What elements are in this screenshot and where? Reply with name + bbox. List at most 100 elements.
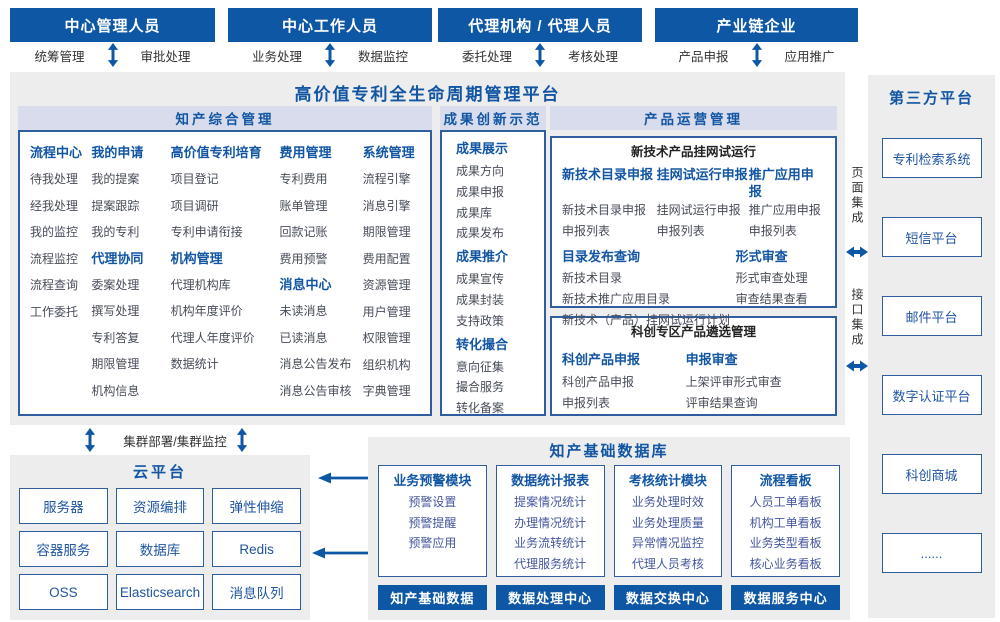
menu-item: 撰写处理 <box>91 304 140 318</box>
menu-item: 成果发布 <box>456 226 505 241</box>
menu-item: 权限管理 <box>362 331 411 345</box>
actor-action-right: 审批处理 <box>140 49 191 64</box>
horizontal-double-arrow-icon <box>846 360 868 372</box>
menu-group-title: 我的申请 <box>91 145 144 160</box>
sci-innovation-box: 科创专区产品遴选管理 科创产品申报 科创产品申报申报列表 申报审查 上架评审形式… <box>550 316 837 416</box>
section-ip-body: 流程中心 待我处理经我处理我的监控流程监控流程查询工作委托 我的申请 我的提案提… <box>18 130 432 416</box>
page-integration-label: 页面集成 <box>850 166 864 226</box>
menu-group: 费用管理 专利费用账单管理回款记账费用预警 <box>279 140 362 272</box>
api-integration-label: 接口集成 <box>850 288 864 348</box>
trial-run-box: 新技术产品挂网试运行 新技术目录申报 新技术目录申报申报列表 挂网试运行申报 挂… <box>550 136 837 327</box>
third-party-platform: 专利检索系统 <box>881 138 982 178</box>
database-module-item: 业务处理时效 <box>631 495 704 509</box>
actor-actions: 统筹管理 审批处理 <box>10 42 215 68</box>
menu-group: 目录发布查询 新技术目录新技术推广应用目录新技术（产品）挂网试运行计划 <box>562 246 736 331</box>
menu-item: 提案跟踪 <box>91 198 140 213</box>
menu-item: 申报列表 <box>656 224 705 238</box>
menu-item: 资源管理 <box>362 278 411 292</box>
database-module: 流程看板 人员工单看板机构工单看板业务类型看板核心业务看板 <box>731 465 840 577</box>
menu-item: 成果宣传 <box>456 272 505 287</box>
cluster-row: 集群部署/集群监控 <box>10 427 310 455</box>
database-module-title: 考核统计模块 <box>628 473 707 488</box>
menu-item: 评审结果查询 <box>685 396 758 410</box>
menu-item: 申报列表 <box>562 224 611 238</box>
menu-item: 已读消息 <box>279 330 328 345</box>
database-module-item: 预警应用 <box>408 536 457 550</box>
third-party-platform: ...... <box>881 533 982 573</box>
database-module-item: 业务类型看板 <box>749 536 822 550</box>
actor-action-left: 统筹管理 <box>34 49 85 64</box>
vertical-double-arrow-icon <box>236 428 248 452</box>
integration-connector: 页面集成 接口集成 <box>845 0 869 622</box>
vertical-double-arrow-icon <box>751 43 762 67</box>
menu-group: 系统管理 流程引擎消息引擎期限管理费用配置资源管理用户管理权限管理组织机构字典管… <box>363 140 420 405</box>
vertical-double-arrow-icon <box>107 43 118 67</box>
third-party-platform: 科创商城 <box>881 454 982 494</box>
actor-group: 产业链企业 产品申报 应用推广 <box>655 8 858 68</box>
actor-title: 产业链企业 <box>655 8 858 42</box>
actor-title: 中心管理人员 <box>10 8 215 42</box>
menu-item: 消息公告审核 <box>279 383 352 398</box>
menu-group: 形式审查 形式审查处理审查结果查看 <box>736 246 825 331</box>
menu-item: 委案处理 <box>91 277 140 292</box>
database-module-item: 预警提醒 <box>408 515 457 530</box>
menu-item: 专利申请衔接 <box>170 225 243 239</box>
data-center-bar: 数据交换中心 <box>613 585 723 610</box>
trial-run-title: 新技术产品挂网试运行 <box>630 145 756 159</box>
cloud-service: 数据库 <box>115 531 205 567</box>
section-achievement: 成果创新示范 成果展示 成果方向成果申报成果库成果发布 成果推介 成果宣传成果封… <box>440 106 546 416</box>
menu-column: 流程中心 待我处理经我处理我的监控流程监控流程查询工作委托 <box>30 140 91 406</box>
third-party-platform: 短信平台 <box>881 217 982 257</box>
database-title: 知产基础数据库 <box>549 443 669 460</box>
database-module: 数据统计报表 提案情况统计办理情况统计业务流转统计代理服务统计 <box>495 465 605 577</box>
menu-group: 流程中心 待我处理经我处理我的监控流程监控流程查询工作委托 <box>30 140 91 325</box>
actor-actions: 产品申报 应用推广 <box>655 42 858 68</box>
menu-group: 消息中心 未读消息已读消息消息公告发布消息公告审核 <box>279 272 362 404</box>
actor-group: 代理机构 / 代理人员 委托处理 考核处理 <box>438 8 642 68</box>
menu-item: 流程查询 <box>30 278 79 292</box>
menu-item: 科创产品申报 <box>562 375 635 389</box>
menu-item: 新技术目录申报 <box>562 203 647 217</box>
menu-item: 申报列表 <box>748 224 797 238</box>
menu-item: 组织机构 <box>362 357 411 372</box>
menu-item: 申报列表 <box>562 396 611 410</box>
menu-group-title: 机构管理 <box>170 250 223 266</box>
actor-action-right: 考核处理 <box>568 49 619 64</box>
cluster-label: 集群部署/集群监控 <box>123 435 227 449</box>
section-ip-management: 知产综合管理 流程中心 待我处理经我处理我的监控流程监控流程查询工作委托 我的申… <box>18 106 432 416</box>
actor-group: 中心工作人员 业务处理 数据监控 <box>228 8 432 68</box>
section-product-ops-title: 产品运营管理 <box>550 106 837 130</box>
menu-group-title: 系统管理 <box>362 145 415 160</box>
menu-item: 数据统计 <box>170 357 219 371</box>
cloud-service: 弹性伸缩 <box>212 488 301 524</box>
menu-item: 回款记账 <box>279 225 328 239</box>
menu-item: 经我处理 <box>30 198 79 213</box>
menu-column: 我的申请 我的提案提案跟踪我的专利 代理协同 委案处理撰写处理专利答复期限管理机… <box>91 140 170 406</box>
menu-item: 工作委托 <box>30 304 79 319</box>
menu-item: 我的专利 <box>91 225 140 239</box>
vertical-double-arrow-icon <box>84 428 96 452</box>
menu-group-title: 挂网试运行申报 <box>656 167 748 182</box>
menu-item: 费用配置 <box>362 251 411 266</box>
menu-item: 代理机构库 <box>170 277 231 292</box>
actor-actions: 业务处理 数据监控 <box>228 42 432 68</box>
menu-item: 机构年度评价 <box>170 304 243 318</box>
menu-item: 消息公告发布 <box>279 357 352 371</box>
menu-group: 新技术目录申报 新技术目录申报申报列表 <box>562 162 657 242</box>
menu-item: 新技术（产品）挂网试运行计划 <box>562 313 731 327</box>
menu-group-title: 高价值专利培育 <box>170 145 262 160</box>
menu-item: 流程监控 <box>30 251 79 266</box>
third-party-platform: 邮件平台 <box>881 296 982 336</box>
database-module-item: 办理情况统计 <box>514 515 587 530</box>
database-module-title: 数据统计报表 <box>511 473 590 488</box>
menu-item: 挂网试运行申报 <box>656 203 741 217</box>
menu-item: 支持政策 <box>456 313 505 328</box>
database-module-title: 流程看板 <box>759 473 812 488</box>
database-module-item: 核心业务看板 <box>749 556 822 571</box>
actor-action-right: 应用推广 <box>784 49 835 64</box>
menu-group: 申报审查 上架评审形式审查评审结果查询 <box>686 344 825 414</box>
cloud-service: 服务器 <box>19 488 108 524</box>
menu-item: 成果封装 <box>456 292 505 307</box>
actor-group: 中心管理人员 统筹管理 审批处理 <box>10 8 215 68</box>
